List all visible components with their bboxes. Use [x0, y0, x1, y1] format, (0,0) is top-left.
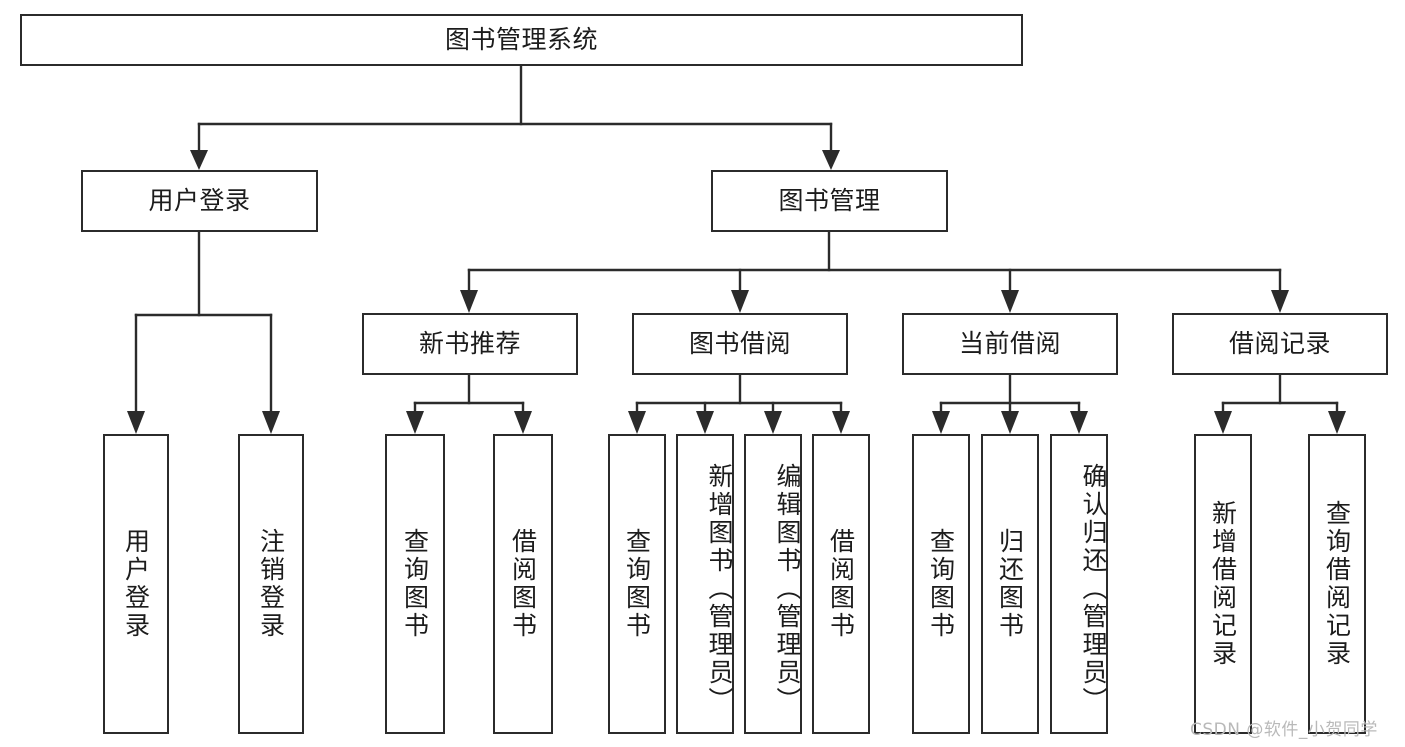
- node-book-management[interactable]: 图书管理: [711, 170, 948, 232]
- arrowhead-record-c2: [1328, 411, 1346, 434]
- arrowhead-current-c1: [932, 411, 950, 434]
- leaf-edit-book-admin[interactable]: 编辑图书（管理员）: [744, 434, 802, 734]
- leaf-confirm-return-admin[interactable]: 确认归还（管理员）: [1050, 434, 1108, 734]
- leaf-query-book-recommend[interactable]: 查询图书: [385, 434, 445, 734]
- leaf-borrow-book[interactable]: 借阅图书: [812, 434, 870, 734]
- arrowhead-borrow-c4: [832, 411, 850, 434]
- node-root-system[interactable]: 图书管理系统: [20, 14, 1023, 66]
- node-new-book-recommend[interactable]: 新书推荐: [362, 313, 578, 375]
- leaf-return-book[interactable]: 归还图书: [981, 434, 1039, 734]
- arrowhead-leaf-user-login: [127, 411, 145, 434]
- node-book-borrow[interactable]: 图书借阅: [632, 313, 848, 375]
- leaf-query-book-current[interactable]: 查询图书: [912, 434, 970, 734]
- node-borrow-record[interactable]: 借阅记录: [1172, 313, 1388, 375]
- node-user-login[interactable]: 用户登录: [81, 170, 318, 232]
- arrowhead-current-c2: [1001, 411, 1019, 434]
- leaf-query-book-borrow[interactable]: 查询图书: [608, 434, 666, 734]
- arrowhead-book-manage: [822, 150, 840, 170]
- arrowhead-user-login: [190, 150, 208, 170]
- leaf-user-login[interactable]: 用户登录: [103, 434, 169, 734]
- arrowhead-borrow-c1: [628, 411, 646, 434]
- csdn-watermark: CSDN @软件_小贺同学: [1190, 720, 1378, 740]
- arrowhead-newbook-c1: [406, 411, 424, 434]
- arrowhead-record-c1: [1214, 411, 1232, 434]
- node-current-borrow[interactable]: 当前借阅: [902, 313, 1118, 375]
- arrowhead-newbook-c2: [514, 411, 532, 434]
- arrowhead-leaf-logout: [262, 411, 280, 434]
- arrowhead-current: [1001, 290, 1019, 313]
- arrowhead-record: [1271, 290, 1289, 313]
- leaf-add-borrow-record[interactable]: 新增借阅记录: [1194, 434, 1252, 734]
- leaf-borrow-book-recommend[interactable]: 借阅图书: [493, 434, 553, 734]
- arrowhead-borrow: [731, 290, 749, 313]
- arrowhead-borrow-c3: [764, 411, 782, 434]
- arrowhead-borrow-c2: [696, 411, 714, 434]
- leaf-logout[interactable]: 注销登录: [238, 434, 304, 734]
- leaf-query-borrow-record[interactable]: 查询借阅记录: [1308, 434, 1366, 734]
- arrowhead-newbook: [460, 290, 478, 313]
- leaf-add-book-admin[interactable]: 新增图书（管理员）: [676, 434, 734, 734]
- arrowhead-current-c3: [1070, 411, 1088, 434]
